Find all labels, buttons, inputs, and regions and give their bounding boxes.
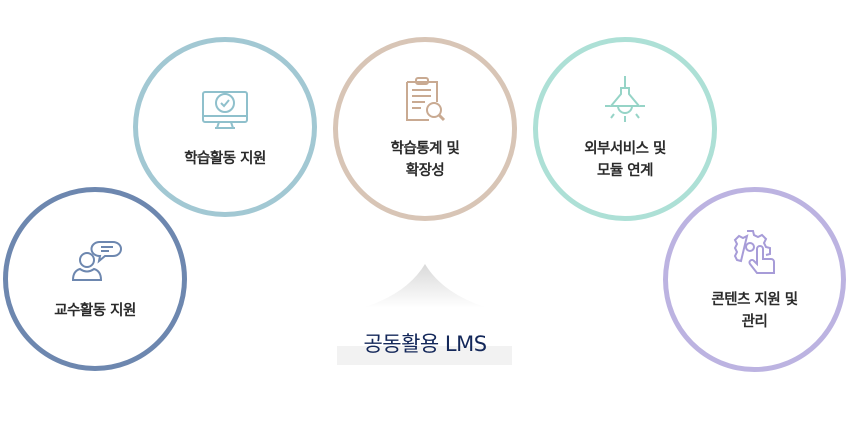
node-label: 학습활동 지원 xyxy=(184,151,266,167)
node-contents-management: 콘텐츠 지원 및 관리 xyxy=(663,187,846,372)
node-faculty-support: 교수활동 지원 xyxy=(3,187,187,371)
node-external-service: 외부서비스 및 모듈 연계 xyxy=(533,37,717,221)
node-label: 외부서비스 및 모듈 연계 xyxy=(584,141,666,179)
monitor-check-icon xyxy=(202,91,248,129)
center-title-underlay xyxy=(337,346,512,365)
user-chat-icon xyxy=(71,241,122,281)
node-label: 교수활동 지원 xyxy=(54,303,136,319)
node-learning-support: 학습활동 지원 xyxy=(133,37,317,217)
node-label: 학습통계 및 확장성 xyxy=(390,141,460,179)
gear-hand-icon xyxy=(733,229,775,274)
center-peak-shape xyxy=(362,264,488,308)
node-learning-statistics: 학습통계 및 확장성 xyxy=(333,37,517,221)
light-bulb-icon xyxy=(605,76,645,122)
clipboard-search-icon xyxy=(406,77,446,122)
center-title: 공동활용 LMS xyxy=(363,332,487,356)
node-label: 콘텐츠 지원 및 관리 xyxy=(711,291,798,330)
